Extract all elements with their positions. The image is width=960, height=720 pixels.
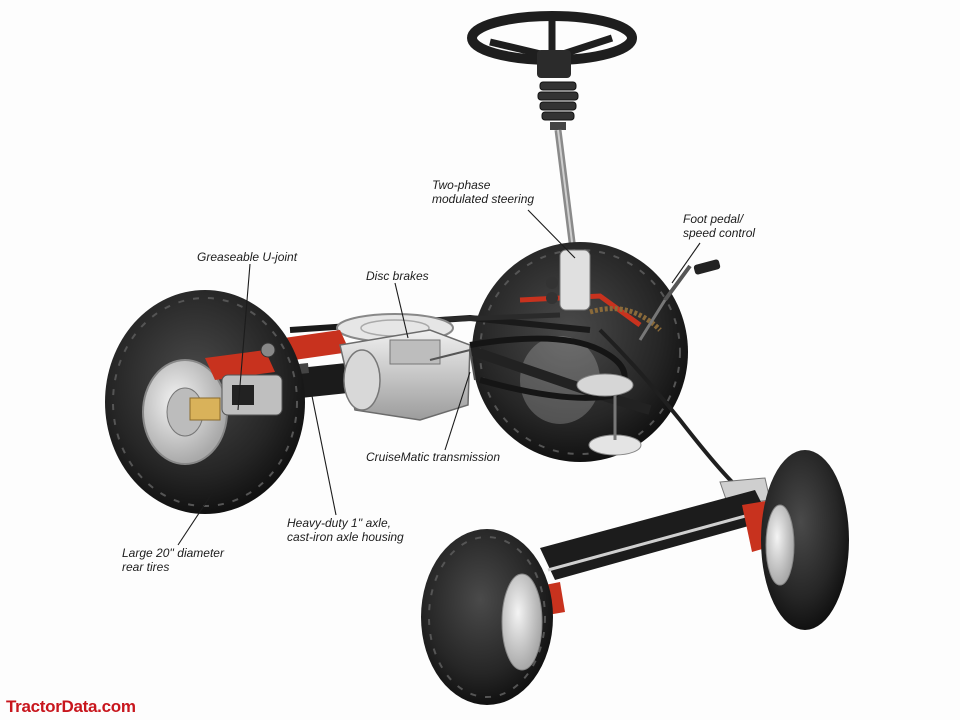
label-u-joint-line-1: Greaseable U-joint xyxy=(197,250,298,264)
leader-lines xyxy=(177,209,701,546)
label-tires-line-1: Large 20'' diameter xyxy=(122,546,224,560)
front-axle xyxy=(520,490,776,618)
label-foot-pedal-line-1: Foot pedal/ xyxy=(683,212,744,226)
label-tires-line-2: rear tires xyxy=(122,560,170,574)
label-steering: Two-phase modulated steering xyxy=(432,178,534,206)
steering-wheel xyxy=(467,11,637,259)
label-steering-line-1: Two-phase xyxy=(432,178,491,192)
label-axle: Heavy-duty 1'' axle, cast-iron axle hous… xyxy=(287,516,404,544)
watermark-tractordata: TractorData.com xyxy=(6,697,136,716)
front-left-tire xyxy=(421,529,553,705)
label-foot-pedal: Foot pedal/ speed control xyxy=(683,212,755,240)
label-axle-line-2: cast-iron axle housing xyxy=(287,530,404,544)
label-steering-line-2: modulated steering xyxy=(432,192,535,206)
rear-left-tire xyxy=(105,290,305,514)
front-right-tire xyxy=(761,450,849,630)
label-transmission-line-1: CruiseMatic transmission xyxy=(366,450,501,464)
label-foot-pedal-line-2: speed control xyxy=(683,226,756,240)
label-u-joint: Greaseable U-joint xyxy=(197,250,297,264)
label-transmission: CruiseMatic transmission xyxy=(366,450,500,464)
label-disc-brakes: Disc brakes xyxy=(366,269,429,283)
transmission-case xyxy=(339,329,476,421)
label-axle-line-1: Heavy-duty 1'' axle, xyxy=(287,516,391,530)
label-disc-brakes-line-1: Disc brakes xyxy=(366,269,429,283)
u-joint xyxy=(205,342,283,416)
label-tires: Large 20'' diameter rear tires xyxy=(122,546,224,574)
steering-gear xyxy=(546,249,662,332)
foot-pedal xyxy=(638,259,721,341)
